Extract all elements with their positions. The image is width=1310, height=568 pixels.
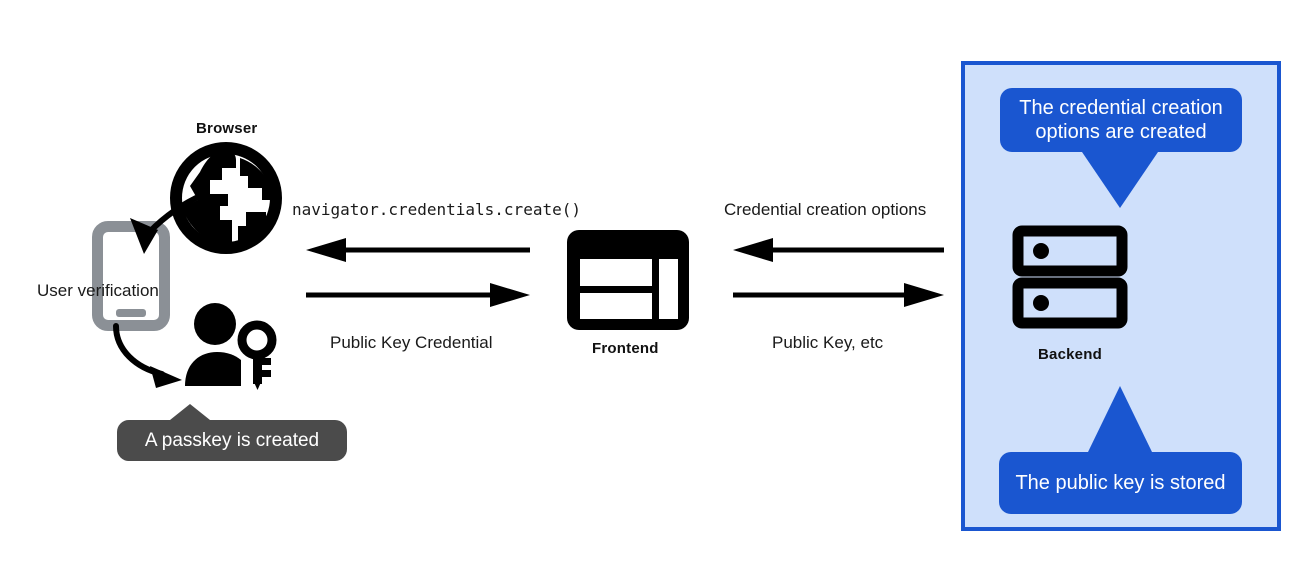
passkey-callout: A passkey is created <box>117 420 347 461</box>
backend-label: Backend <box>1038 346 1102 363</box>
arrow-frontend-to-browser <box>306 238 530 262</box>
arrow-phone-to-user <box>108 322 208 392</box>
frontend-label: Frontend <box>592 340 659 357</box>
smartphone-icon <box>92 221 170 331</box>
arrow-backend-to-frontend <box>733 238 944 262</box>
navigator-create-label: navigator.credentials.create() <box>292 200 581 219</box>
arrow-browser-to-frontend <box>306 283 530 307</box>
server-rack-icon <box>1012 225 1128 329</box>
backend-callout-bottom: The public key is stored <box>999 452 1242 514</box>
passkey-callout-pointer <box>170 404 210 420</box>
public-key-credential-label: Public Key Credential <box>330 333 493 352</box>
arrow-globe-to-phone <box>100 180 210 280</box>
backend-callout-bottom-pointer <box>1088 386 1152 452</box>
user-verification-label: User verification <box>37 281 159 300</box>
backend-callout-top-pointer <box>1082 152 1158 208</box>
backend-callout-top: The credential creation options are crea… <box>1000 88 1242 152</box>
browser-label: Browser <box>196 120 258 137</box>
smartphone-home-bar <box>116 309 146 317</box>
arrow-frontend-to-backend <box>733 283 944 307</box>
user-key-icon <box>183 302 283 390</box>
public-key-etc-label: Public Key, etc <box>772 333 884 352</box>
globe-icon <box>170 142 282 254</box>
window-layout-icon <box>567 230 689 330</box>
credential-creation-options-label: Credential creation options <box>724 200 927 219</box>
